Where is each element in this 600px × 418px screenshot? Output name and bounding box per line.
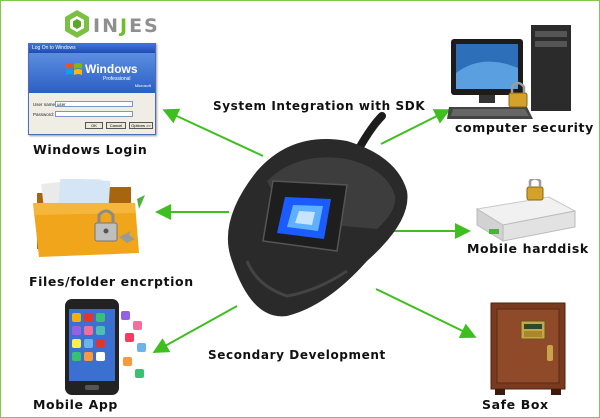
mobile-phone-icon (65, 299, 146, 395)
locked-folder-icon (33, 179, 145, 257)
label-mobile-app: Mobile App (33, 397, 118, 412)
password-field[interactable] (55, 111, 133, 117)
arrow-windows-login (162, 108, 264, 157)
arrow-safe-box (375, 288, 477, 338)
options-button[interactable]: Options >> (129, 122, 153, 129)
label-computer-security: computer security (455, 120, 594, 135)
password-label: Password: (33, 112, 55, 117)
microsoft-label: Microsoft (134, 83, 151, 88)
ok-button[interactable]: OK (85, 122, 103, 129)
safe-box-icon (490, 302, 566, 395)
windows-flag-icon (66, 63, 82, 75)
injes-logo-icon (65, 10, 89, 38)
windows-brand: Windows (85, 62, 138, 76)
mobile-harddisk-icon (475, 179, 577, 242)
windows-banner: Windows Professional Microsoft (29, 53, 155, 93)
label-windows-login: Windows Login (33, 142, 148, 157)
desktop-computer-icon (447, 25, 571, 119)
fingerprint-scanner-icon (227, 112, 408, 317)
windows-edition: Professional (103, 76, 131, 82)
username-label: User name: (33, 102, 57, 107)
username-field[interactable]: user (55, 101, 133, 107)
center-bottom-label: Secondary Development (208, 348, 386, 362)
center-top-label: System Integration with SDK (213, 99, 426, 113)
label-safe-box: Safe Box (482, 397, 549, 412)
cancel-button[interactable]: Cancel (106, 122, 126, 129)
windows-login-screenshot: Log On to Windows Windows Professional M… (28, 43, 156, 135)
label-files-encryption: Files/folder encrption (29, 274, 194, 289)
label-mobile-harddisk: Mobile harddisk (467, 241, 589, 256)
brand-name: INJES (93, 15, 160, 37)
arrow-mobile-app (152, 305, 238, 353)
arrow-computer-security (380, 109, 451, 145)
window-title: Log On to Windows (29, 44, 155, 53)
